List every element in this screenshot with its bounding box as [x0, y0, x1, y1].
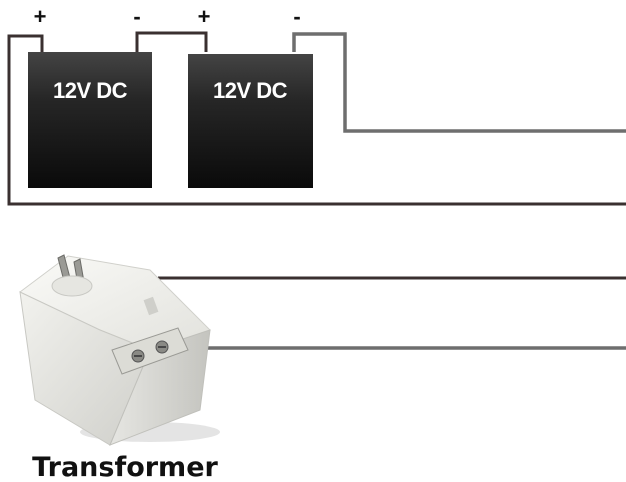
wire-battery1-positive [7, 34, 626, 206]
transformer-label: Transformer [32, 452, 218, 482]
battery-2-label: 12V DC [213, 78, 288, 103]
transformer-terminal-strip [111, 327, 189, 375]
battery-2-positive-sign: + [198, 4, 211, 29]
battery-2-body [188, 54, 313, 188]
battery-1: 12V DC + - [28, 4, 152, 188]
battery-2-negative-sign: - [293, 4, 300, 29]
battery-2: 12V DC + - [188, 4, 313, 188]
wire-series-link [135, 31, 208, 52]
transformer-side-face [109, 329, 211, 446]
transformer-image [19, 254, 220, 446]
wires [7, 31, 626, 350]
wire-battery2-negative [292, 32, 626, 133]
battery-1-negative-sign: - [133, 4, 140, 29]
battery-1-positive-sign: + [34, 4, 47, 29]
battery-1-body [28, 52, 152, 188]
transformer-plug-base [51, 275, 93, 297]
battery-1-label: 12V DC [53, 78, 128, 103]
